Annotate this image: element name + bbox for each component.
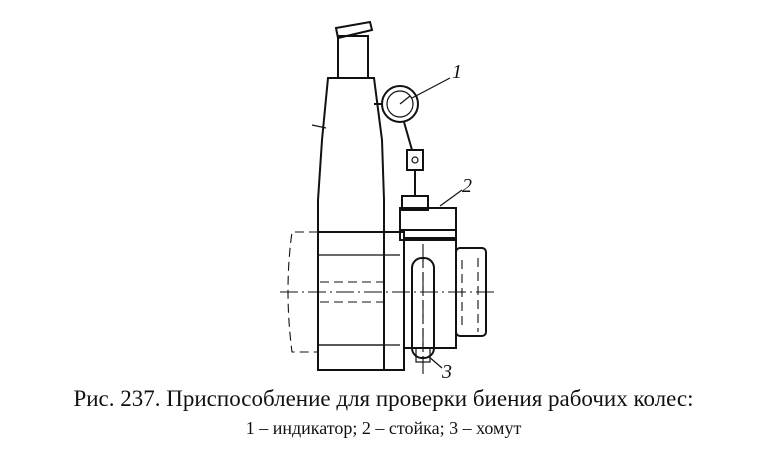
indicator-arm: [403, 121, 413, 151]
hub-flange: [383, 231, 405, 371]
impeller-left-dashed: [287, 231, 318, 353]
label-3: 3: [427, 355, 452, 380]
shaft-top-neck: [337, 35, 369, 79]
indicator-1: [374, 85, 424, 171]
stand-block: [399, 207, 457, 231]
shaft: [311, 20, 385, 371]
figure-caption-legend: 1 – индикатор; 2 – стойка; 3 – хомут: [245, 418, 522, 438]
bore-dashed: [320, 281, 385, 303]
stand-base: [399, 229, 457, 241]
stand-2: [399, 170, 457, 241]
shaft-bottom-hatch: [317, 344, 385, 371]
label-2: 2: [439, 175, 472, 207]
label-1: 1: [411, 61, 462, 99]
shaft-hub-section: [317, 231, 385, 371]
svg-text:1: 1: [452, 61, 462, 83]
figure-caption-title: Рис. 237. Приспособление для проверки би…: [73, 386, 694, 411]
shaft-taper: [317, 77, 385, 233]
shaft-top-cap: [334, 20, 374, 40]
impeller-outline: [287, 231, 400, 370]
indicator-needle: [399, 95, 411, 105]
svg-text:2: 2: [462, 175, 472, 197]
indicator-clamp: [406, 149, 424, 171]
fixture-drawing: 1 2 3: [280, 20, 496, 380]
svg-text:3: 3: [441, 361, 452, 380]
